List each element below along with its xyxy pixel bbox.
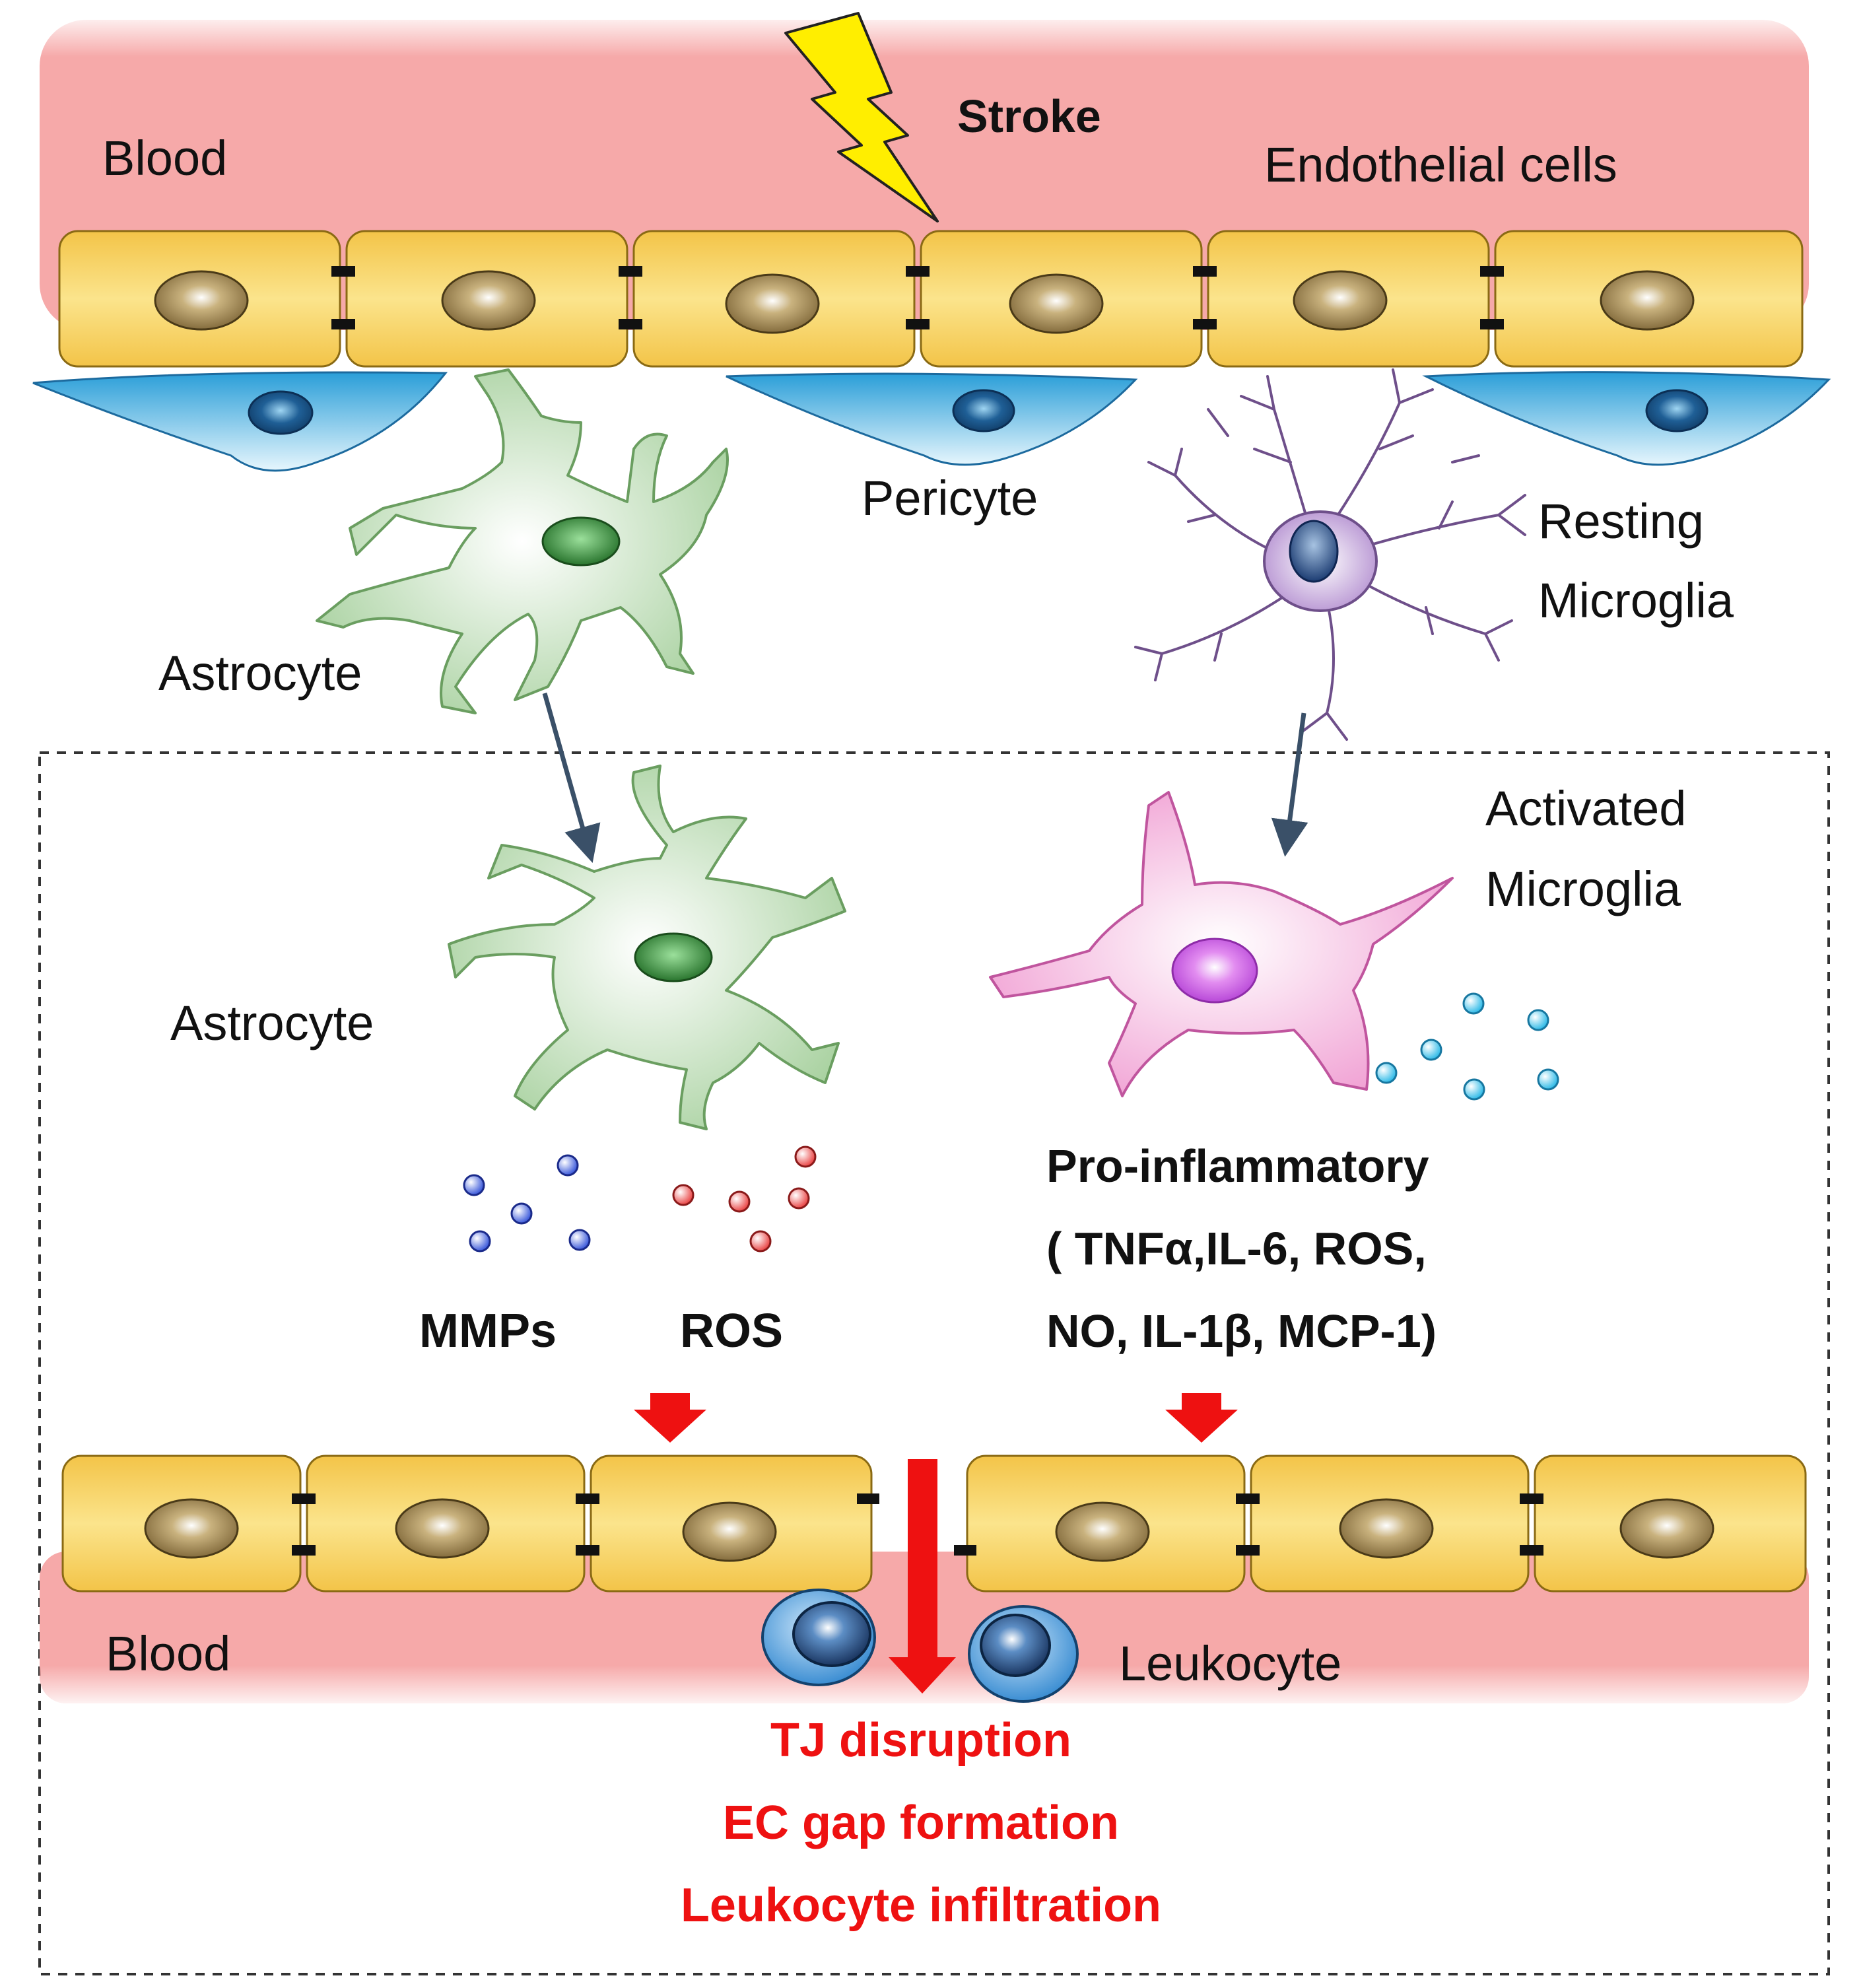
nucleus [1293,270,1388,331]
label-activated-microglia-2: Microglia [1485,862,1681,916]
mmp-particles [463,1154,591,1252]
activation-region-box [38,751,1830,1975]
leukocytes [761,1589,1079,1703]
astrocyte-nucleus [541,516,621,566]
label-stroke: Stroke [957,90,1101,142]
astrocyte-resting [316,368,729,714]
label-activated-microglia-1: Activated [1485,781,1686,836]
label-blood-top: Blood [102,131,227,186]
tight-junctions-bottom [292,1493,1543,1556]
label-leukocyte: Leukocyte [1119,1636,1341,1691]
nucleus [144,1498,239,1559]
microglia-activation-arrow [1271,712,1308,857]
microglia-activated-nucleus [1171,938,1258,1004]
microglia-activated [989,791,1454,1097]
pericytes [32,371,1831,472]
pericyte-cell [726,372,1138,466]
nucleus [1055,1501,1150,1562]
cytokine-particles [1375,992,1559,1101]
leukocyte-nucleus [980,1614,1051,1677]
pericyte-nucleus [952,389,1015,432]
label-pro-inflammatory-1: Pro-inflammatory [1046,1140,1429,1192]
astrocyte-activation-arrow [542,693,601,863]
lightning-icon [784,12,939,223]
label-pro-inflammatory-2: ( TNFα,IL-6, ROS, [1046,1223,1427,1274]
label-mmps: MMPs [419,1305,557,1357]
astrocyte-nucleus [634,932,713,982]
nucleus [682,1501,777,1562]
label-ros: ROS [680,1305,783,1357]
endothelial-row-bottom [61,1455,1807,1593]
red-arrow-left [634,1393,706,1443]
label-blood-bottom: Blood [106,1626,230,1681]
label-resting-microglia-2: Microglia [1538,573,1734,628]
nucleus [1009,273,1104,334]
label-outcome-1: TJ disruption [770,1714,1071,1767]
label-pericyte: Pericyte [862,471,1038,526]
label-resting-microglia-1: Resting [1538,494,1704,549]
astrocyte-reactive [448,765,846,1130]
nucleus [1600,270,1695,331]
endothelial-row-top [58,230,1804,368]
red-arrow-gap [889,1459,956,1694]
label-outcome-3: Leukocyte infiltration [681,1879,1161,1932]
label-pro-inflammatory-3: NO, IL-1β, MCP-1) [1046,1305,1437,1357]
nucleus [441,270,536,331]
leukocyte-nucleus [792,1601,871,1667]
microglia-resting-nucleus [1289,520,1339,583]
label-outcome-2: EC gap formation [723,1797,1119,1849]
label-endothelial-cells: Endothelial cells [1264,137,1617,192]
nucleus [1339,1498,1434,1559]
nucleus [154,270,249,331]
label-astrocyte-bottom: Astrocyte [170,996,374,1050]
nucleus [395,1498,490,1559]
microglia-resting [1134,368,1526,741]
pericyte-nucleus [1645,389,1709,432]
pericyte-nucleus [248,390,314,435]
nucleus [1619,1498,1714,1559]
tight-junctions-top [331,266,1504,329]
nucleus [725,273,820,334]
pericyte-cell [1422,371,1831,466]
ros-particles [672,1146,817,1252]
red-arrow-right [1165,1393,1238,1443]
pericyte-cell [32,371,448,472]
label-astrocyte-top: Astrocyte [158,646,362,701]
